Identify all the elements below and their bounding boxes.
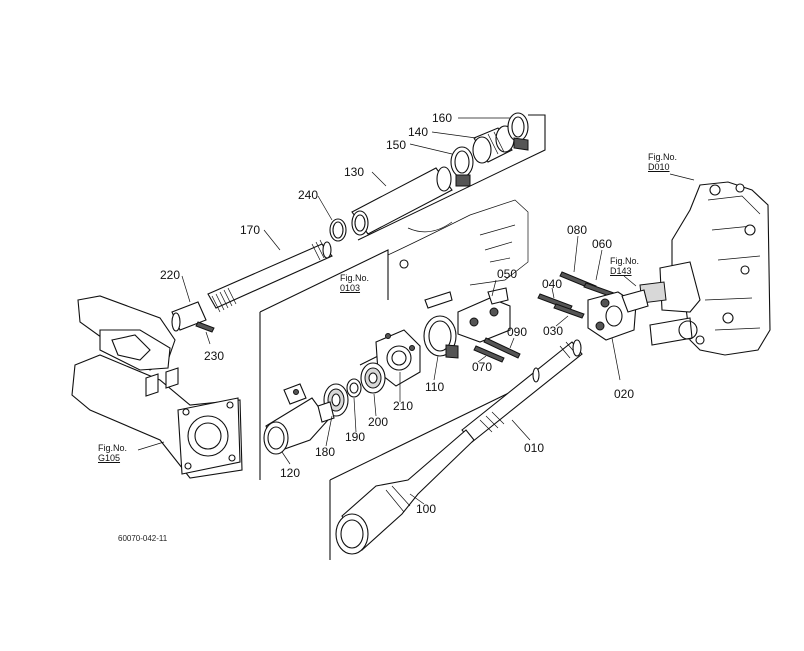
- part-190-ring: [346, 378, 362, 398]
- part-label-120: 120: [280, 466, 301, 480]
- figure-ref-0103: Fig.No. 0103: [340, 273, 369, 294]
- figure-ref-code: 0103: [340, 283, 361, 294]
- part-110-band: [423, 315, 459, 359]
- figure-ref-code: G105: [98, 453, 121, 464]
- part-label-200: 200: [368, 415, 389, 429]
- figure-ref-d010: Fig.No. D010: [648, 152, 677, 173]
- figure-ref-code: D010: [648, 162, 670, 173]
- part-200-bearing: [360, 362, 386, 394]
- part-050-yoke: [457, 287, 511, 343]
- drawing-code: 60070-042-11: [118, 534, 168, 543]
- part-label-240: 240: [298, 188, 319, 202]
- figure-ref-code: D143: [610, 266, 632, 277]
- part-130-tube: [351, 166, 453, 236]
- parts-pins: [537, 271, 615, 319]
- part-150-clamp: [450, 146, 474, 187]
- part-010-drive-shaft: [461, 339, 583, 443]
- part-label-140: 140: [408, 125, 429, 139]
- part-label-080: 080: [567, 223, 588, 237]
- figure-ref-caption: Fig.No.: [340, 273, 370, 283]
- part-160-clamp: [507, 112, 529, 151]
- console-outline: [387, 199, 529, 309]
- part-label-130: 130: [344, 165, 365, 179]
- part-label-010: 010: [524, 441, 545, 455]
- part-label-020: 020: [614, 387, 635, 401]
- part-label-060: 060: [592, 237, 613, 251]
- part-label-040: 040: [542, 277, 563, 291]
- part-label-230: 230: [204, 349, 225, 363]
- part-label-070: 070: [472, 360, 493, 374]
- figure-ref-g105: Fig.No. G105: [98, 443, 127, 464]
- part-020-yoke: [587, 289, 649, 341]
- part-label-150: 150: [386, 138, 407, 152]
- transmission-housing: [639, 181, 771, 356]
- part-label-170: 170: [240, 223, 261, 237]
- figure-ref-d143: Fig.No. D143: [610, 256, 639, 277]
- parts-bolts: [473, 337, 521, 363]
- part-label-220: 220: [160, 268, 181, 282]
- figure-ref-caption: Fig.No.: [648, 152, 678, 162]
- part-label-180: 180: [315, 445, 336, 459]
- part-label-110: 110: [425, 380, 445, 394]
- leader-lines: [137, 117, 695, 505]
- part-120-housing: [263, 383, 335, 455]
- part-label-210: 210: [393, 399, 414, 413]
- part-label-160: 160: [432, 111, 453, 125]
- part-label-190: 190: [345, 430, 366, 444]
- part-140-boot: [472, 125, 515, 164]
- part-230-pin: [195, 321, 215, 333]
- fender-casting: [71, 295, 243, 479]
- part-label-050: 050: [497, 267, 518, 281]
- figure-ref-caption: Fig.No.: [98, 443, 128, 453]
- part-170-shaft: [207, 239, 333, 313]
- part-label-090: 090: [507, 325, 528, 339]
- part-100-boot: [335, 429, 475, 555]
- part-label-100: 100: [416, 502, 437, 516]
- part-label-030: 030: [543, 324, 564, 338]
- figure-ref-caption: Fig.No.: [610, 256, 640, 266]
